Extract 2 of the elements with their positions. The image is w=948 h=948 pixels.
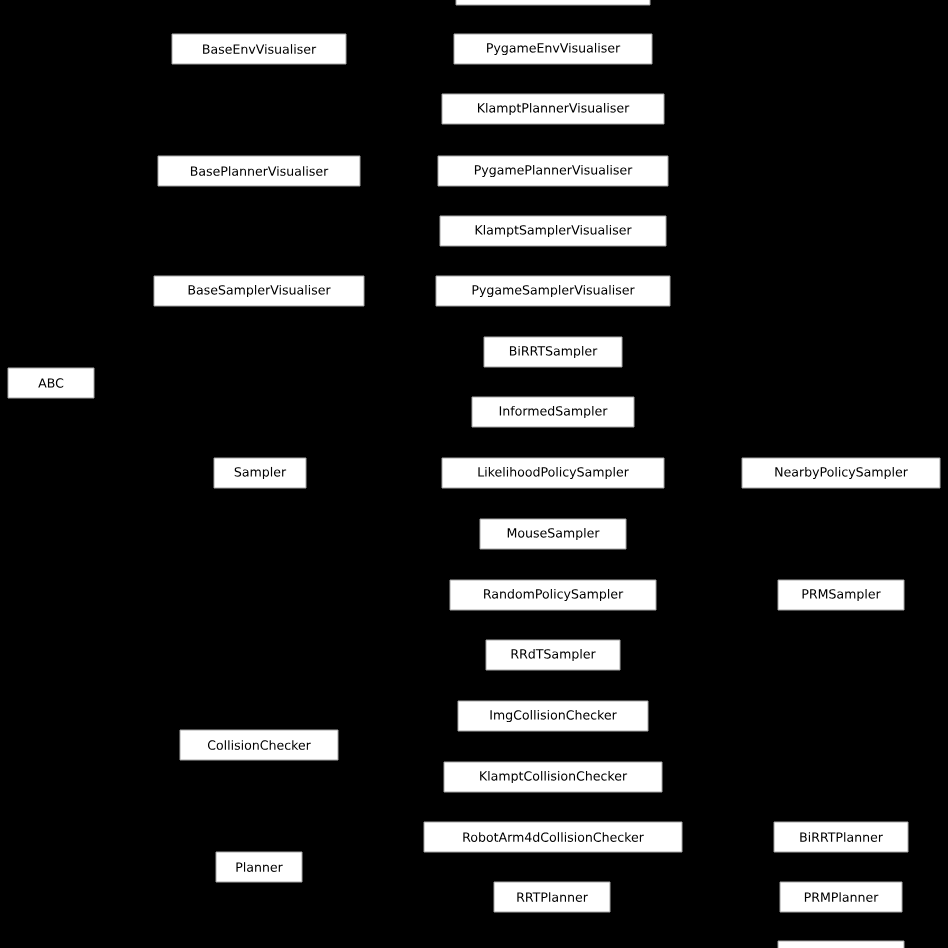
class-box <box>777 940 905 948</box>
class-box <box>455 0 651 6</box>
